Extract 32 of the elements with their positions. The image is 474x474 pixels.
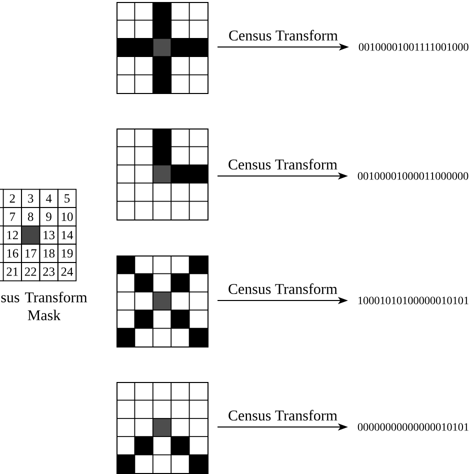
mask-cell: 14 [57,225,77,245]
mask-cell: 9 [39,207,58,226]
mask-cell: 2 [2,188,22,208]
mask-cell: 7 [2,207,22,226]
edge-label: Census Transform [229,30,338,41]
mask-cell: 5 [57,188,77,208]
binary-string: 00100001000011000000 [358,172,468,180]
mask-cell: 8 [21,207,40,226]
mask-cell: 19 [57,244,77,263]
grid-drawing [116,382,208,474]
binary-string: 10001010100000010101 [358,296,468,304]
mask-cell: 23 [39,262,58,282]
mask-caption: sus Transform Mask [1,292,88,320]
edge-label: Census Transform [228,158,338,170]
mask-cell: 24 [57,262,77,282]
edge-label: Census Transform [228,410,338,421]
mask-cell: 10 [57,207,77,226]
mask-cell: 16 [2,244,22,263]
grid-drawing [116,255,208,348]
mask-cell: 12 [2,225,22,245]
mask-cell: 4 [39,188,58,208]
binary-string: 00000000000000010101 [358,423,468,431]
mask-cell: 22 [21,262,40,282]
edge-label: Census Transform [228,283,338,294]
grid-drawing [116,128,208,220]
binary-string: 00100001001111001000 [358,43,468,51]
grid-drawing [116,2,208,94]
mask-cell: 3 [21,188,40,208]
mask-cell: 21 [2,262,22,282]
mask-cell: 18 [39,244,58,263]
mask-cell: 17 [21,244,40,263]
mask-cell: 13 [39,225,58,245]
